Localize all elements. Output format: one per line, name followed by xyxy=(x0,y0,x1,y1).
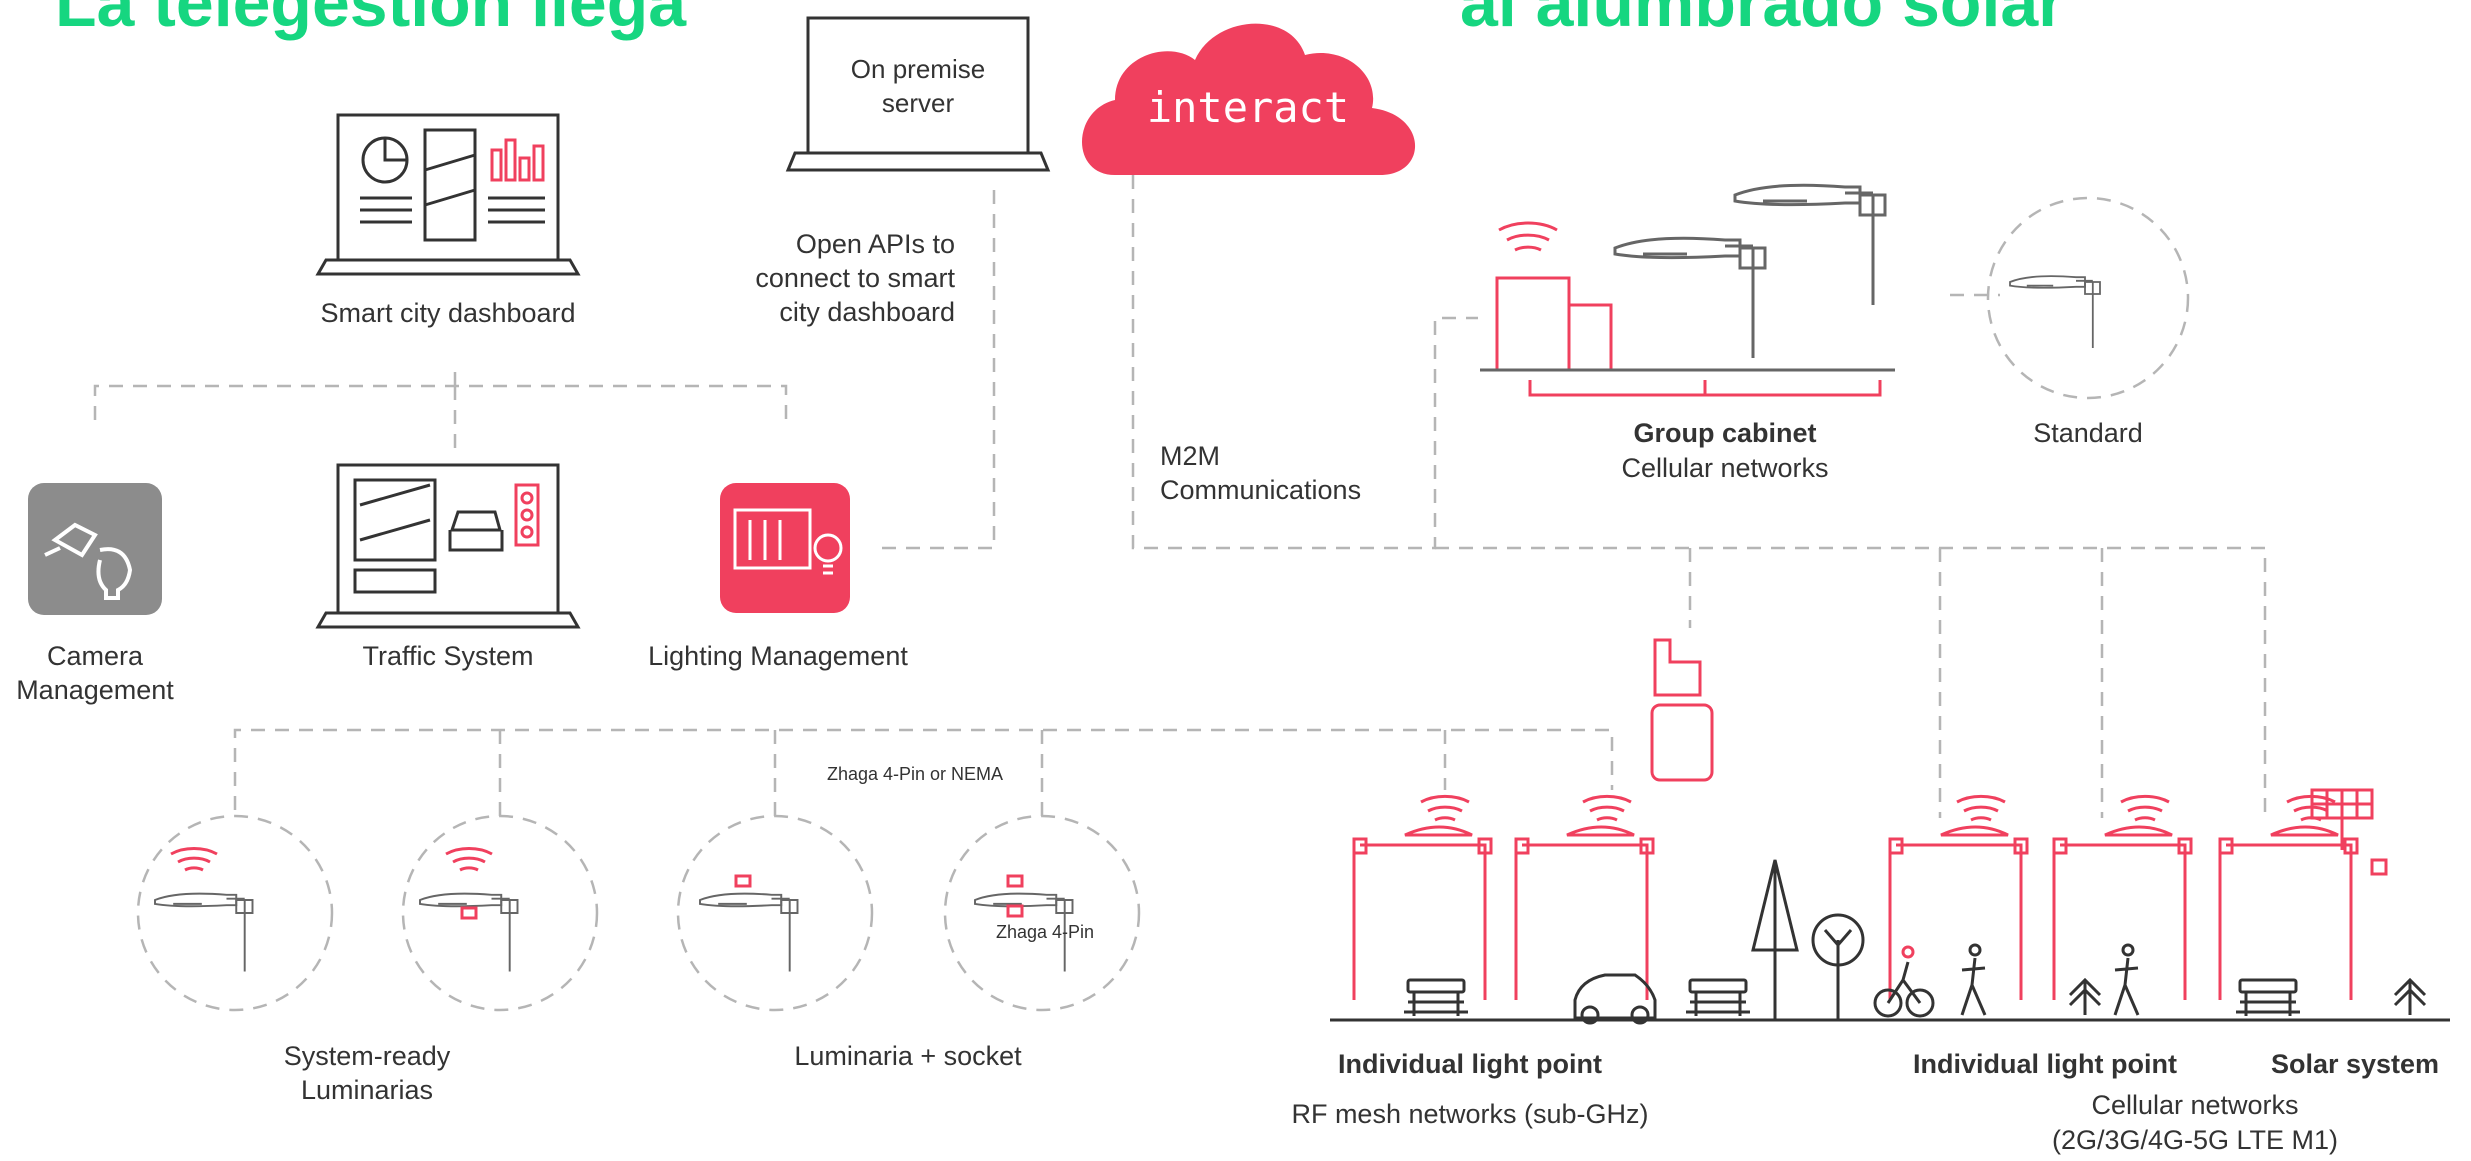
luminaire-system-ready-1 xyxy=(136,814,334,1012)
lighting-management-icon xyxy=(720,483,850,613)
socket-type-label: Zhaga 4-Pin or NEMA xyxy=(827,764,1003,784)
cellular-subtitle-1: Cellular networks xyxy=(2091,1090,2298,1120)
traffic-laptop-icon xyxy=(315,463,581,629)
title-right: al alumbrado solar xyxy=(1460,0,2065,41)
group-cabinet-subtitle: Cellular networks xyxy=(1621,453,1828,483)
camera-management-icon xyxy=(28,483,162,615)
gateway-node-icon xyxy=(1650,638,1714,782)
dashboard-label: Smart city dashboard xyxy=(320,298,575,328)
luminaire-system-ready-2 xyxy=(401,814,599,1012)
socket-label: Luminaria + socket xyxy=(794,1041,1022,1071)
luminaire-socket-2 xyxy=(943,814,1141,1012)
zhaga-pin-label: Zhaga 4-Pin xyxy=(996,922,1094,942)
rf-title: Individual light point xyxy=(1338,1049,1602,1079)
system-ready-label-2: Luminarias xyxy=(301,1075,433,1105)
standard-label: Standard xyxy=(2033,418,2143,448)
camera-label-1: Camera xyxy=(47,641,144,671)
street-scene xyxy=(1330,788,2450,1025)
standard-luminaire-icon xyxy=(1986,196,2190,400)
camera-label-2: Management xyxy=(16,675,174,705)
traffic-label: Traffic System xyxy=(362,641,533,671)
solar-title: Solar system xyxy=(2271,1049,2439,1079)
connection-lines xyxy=(93,175,2267,820)
server-label-1: On premise xyxy=(851,54,985,84)
lighting-label: Lighting Management xyxy=(648,641,908,671)
server-laptop-icon xyxy=(785,16,1051,172)
system-ready-label-1: System-ready xyxy=(284,1041,451,1071)
apis-line-3: city dashboard xyxy=(779,297,955,327)
apis-line-1: Open APIs to xyxy=(796,229,955,259)
cloud-label: interact xyxy=(1147,83,1349,132)
server-label-2: server xyxy=(882,88,955,118)
cellular-subtitle-2: (2G/3G/4G-5G LTE M1) xyxy=(2052,1125,2338,1155)
title-left: La telegestión llega xyxy=(55,0,687,41)
apis-line-2: connect to smart xyxy=(755,263,955,293)
group-cabinet-title: Group cabinet xyxy=(1633,418,1816,448)
m2m-line-1: M2M xyxy=(1160,441,1220,471)
group-cabinet-icon xyxy=(1480,183,1895,397)
rf-subtitle: RF mesh networks (sub-GHz) xyxy=(1291,1099,1648,1129)
cloud-icon xyxy=(1081,23,1416,175)
luminaire-socket-1 xyxy=(676,814,874,1012)
cellular-title: Individual light point xyxy=(1913,1049,2177,1079)
m2m-line-2: Communications xyxy=(1160,475,1361,505)
dashboard-laptop-icon xyxy=(315,113,581,276)
